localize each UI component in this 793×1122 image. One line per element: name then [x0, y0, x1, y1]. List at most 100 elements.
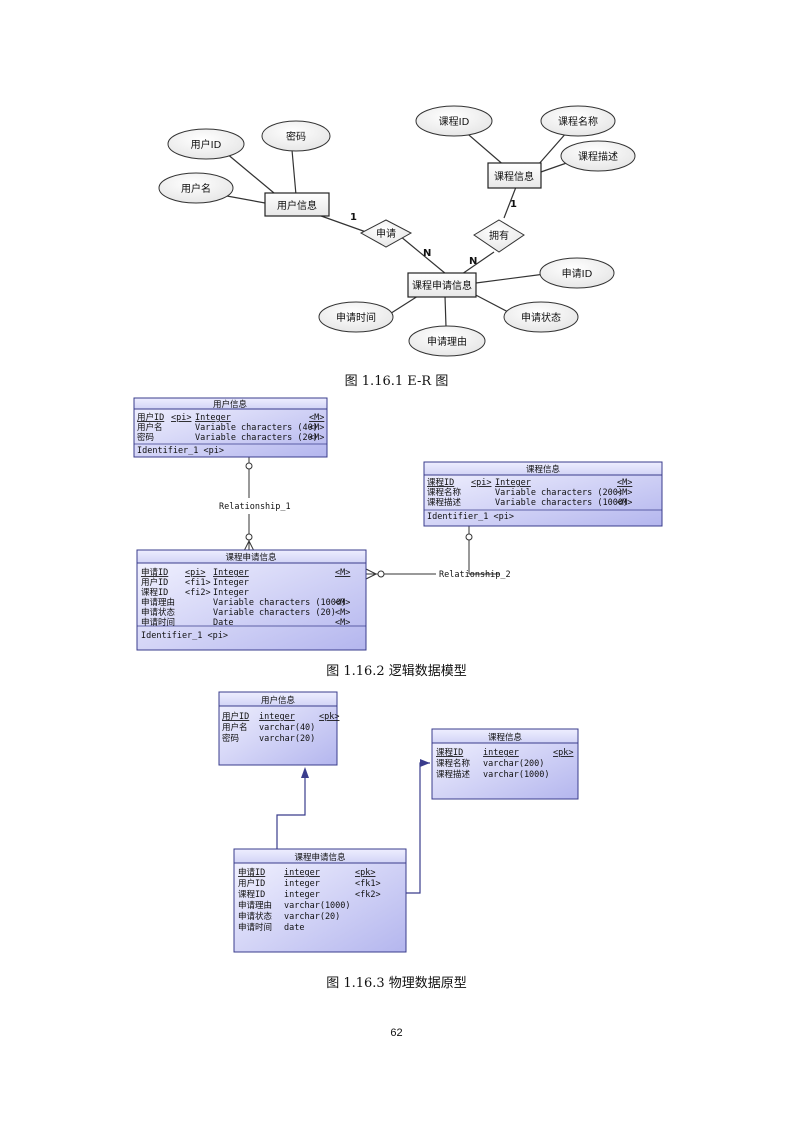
table-cell: varchar(1000) — [284, 901, 351, 911]
table-cell: 用户ID — [222, 711, 249, 722]
svg-text:申请状态: 申请状态 — [521, 311, 561, 324]
table-cell: 课程描述 — [436, 769, 471, 780]
table-cell: Integer — [213, 578, 249, 588]
table-cell: <M> — [335, 568, 350, 578]
table-cell: 用户名 — [137, 422, 163, 433]
relationship-1-line — [243, 457, 255, 552]
table-cell: varchar(20) — [284, 912, 340, 922]
table-cell: varchar(1000) — [483, 770, 550, 780]
table-cell: 用户名 — [222, 722, 248, 733]
table-cell: Variable characters (1000) — [213, 598, 346, 608]
table-cell: 课程描述 — [427, 497, 462, 508]
table-cell: <pi> — [171, 413, 191, 423]
table-cell: <M> — [335, 608, 350, 618]
er-entity-application: 课程申请信息 — [407, 272, 477, 298]
table-cell: <M> — [335, 598, 350, 608]
er-attribute: 申请ID — [539, 257, 615, 289]
table-identifier: Identifier_1 <pi> — [427, 512, 514, 522]
table-cell: 申请ID — [141, 567, 168, 578]
table-cell: 申请理由 — [238, 900, 272, 911]
table-cell: <pk> — [319, 712, 339, 722]
table-title: 课程申请信息 — [225, 552, 277, 563]
svg-text:申请时间: 申请时间 — [336, 311, 376, 324]
relationship-1-label: Relationship_1 — [219, 502, 291, 512]
table-identifier: Identifier_1 <pi> — [141, 631, 228, 641]
table-cell: 申请理由 — [141, 597, 175, 608]
table-cell: 申请时间 — [141, 617, 175, 628]
table-cell: <M> — [309, 413, 324, 423]
er-diagram: 用户ID 密码 用户名 课程ID 课程名称 课程描述 申请ID 申请时间 — [158, 105, 636, 357]
er-entity-user: 用户信息 — [264, 192, 330, 217]
er-attribute: 用户名 — [158, 172, 234, 204]
relationship-2-label: Relationship_2 — [439, 570, 511, 580]
ldm-course-table: 课程信息 课程ID <pi> Integer <M> 课程名称 Variable… — [423, 461, 663, 527]
er-attribute: 用户ID — [167, 128, 245, 160]
table-cell: Variable characters (20) — [213, 608, 336, 618]
svg-text:密码: 密码 — [286, 130, 306, 143]
table-cell: <M> — [617, 498, 632, 508]
table-cell: <M> — [617, 478, 632, 488]
table-cell: 用户ID — [141, 577, 168, 588]
relationship-2-line — [365, 526, 500, 580]
svg-text:课程名称: 课程名称 — [558, 115, 598, 128]
table-cell: 课程ID — [238, 889, 265, 900]
cardinality-label: 1 — [350, 212, 357, 223]
table-cell: Date — [213, 618, 233, 628]
svg-text:用户信息: 用户信息 — [277, 199, 317, 212]
pdm-course-table: 课程信息 课程ID integer <pk> 课程名称 varchar(200)… — [431, 728, 579, 800]
figure-caption: 图 1.16.1 E-R 图 — [344, 374, 449, 389]
table-title: 用户信息 — [213, 399, 248, 410]
table-cell: <fk1> — [355, 879, 381, 889]
table-cell: 课程ID — [141, 587, 168, 598]
table-cell: date — [284, 923, 304, 933]
table-cell: <fi2> — [185, 588, 211, 598]
table-cell: 课程名称 — [436, 758, 471, 769]
table-cell: 课程ID — [427, 477, 454, 488]
table-cell: 申请时间 — [238, 922, 272, 933]
table-cell: 课程名称 — [427, 487, 462, 498]
table-title: 课程信息 — [526, 464, 561, 475]
svg-text:课程申请信息: 课程申请信息 — [412, 279, 472, 292]
table-cell: integer — [284, 879, 320, 889]
table-cell: 密码 — [137, 432, 154, 443]
table-cell: varchar(20) — [259, 734, 315, 744]
svg-text:用户名: 用户名 — [181, 182, 211, 195]
table-cell: Integer — [495, 478, 531, 488]
table-cell: Integer — [195, 413, 231, 423]
er-attribute: 密码 — [261, 120, 331, 152]
table-cell: <pi> — [185, 568, 205, 578]
table-cell: integer — [259, 712, 295, 722]
table-cell: Variable characters (20) — [195, 433, 318, 443]
table-cell: integer — [284, 890, 320, 900]
svg-text:申请: 申请 — [376, 227, 396, 240]
er-entity-course: 课程信息 — [487, 162, 542, 189]
table-cell: Integer — [213, 588, 249, 598]
ldm-user-table: 用户信息 用户ID <pi> Integer <M> 用户名 Variable … — [133, 397, 328, 458]
er-relation-have: 拥有 — [473, 219, 525, 253]
table-identifier: Identifier_1 <pi> — [137, 446, 224, 456]
table-cell: 课程ID — [436, 747, 463, 758]
table-cell: <pk> — [553, 748, 573, 758]
table-cell: Variable characters (40) — [195, 423, 318, 433]
table-cell: <M> — [335, 618, 350, 628]
svg-text:课程描述: 课程描述 — [578, 150, 618, 163]
er-attribute: 课程ID — [415, 105, 493, 137]
physical-model: 用户信息 用户ID integer <pk> 用户名 varchar(40) 密… — [218, 691, 579, 953]
table-title: 课程申请信息 — [294, 852, 346, 863]
svg-text:申请理由: 申请理由 — [427, 335, 467, 348]
table-cell: Integer — [213, 568, 249, 578]
table-cell: 密码 — [222, 733, 239, 744]
er-attribute: 申请状态 — [503, 301, 579, 333]
svg-text:拥有: 拥有 — [489, 229, 509, 242]
figure-caption: 图 1.16.3 物理数据原型 — [326, 976, 467, 991]
table-cell: <fi1> — [185, 578, 211, 588]
svg-text:课程信息: 课程信息 — [494, 170, 534, 183]
svg-text:申请ID: 申请ID — [562, 267, 593, 280]
table-cell: <pi> — [471, 478, 491, 488]
table-cell: <fk2> — [355, 890, 381, 900]
table-cell: 申请状态 — [238, 911, 273, 922]
figure-caption: 图 1.16.2 逻辑数据模型 — [326, 664, 467, 679]
arrow-head — [420, 759, 430, 767]
table-cell: 用户ID — [137, 412, 164, 423]
